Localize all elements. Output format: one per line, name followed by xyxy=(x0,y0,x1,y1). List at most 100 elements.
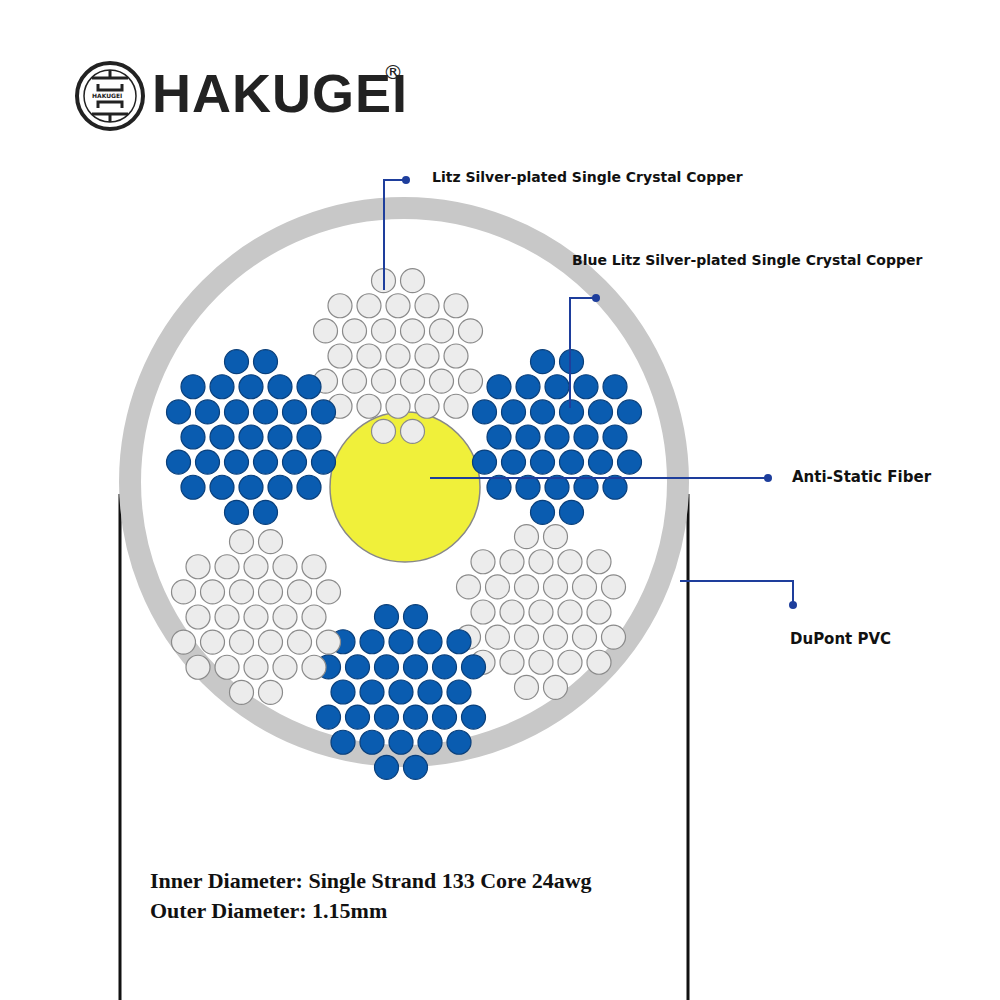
strand xyxy=(404,605,428,629)
strand xyxy=(587,600,611,624)
strand xyxy=(502,450,526,474)
strand xyxy=(618,450,642,474)
strand xyxy=(545,375,569,399)
strand xyxy=(254,450,278,474)
strand xyxy=(560,500,584,524)
strand xyxy=(573,625,597,649)
strand xyxy=(602,575,626,599)
strand xyxy=(225,350,249,374)
strand xyxy=(225,500,249,524)
strand xyxy=(314,319,338,343)
callout-label: Blue Litz Silver-plated Single Crystal C… xyxy=(572,252,922,268)
strand xyxy=(500,600,524,624)
strand xyxy=(529,600,553,624)
strand xyxy=(273,655,297,679)
strand xyxy=(360,730,384,754)
strand xyxy=(230,680,254,704)
strand xyxy=(560,400,584,424)
strand xyxy=(225,400,249,424)
strand xyxy=(357,294,381,318)
strand xyxy=(186,555,210,579)
strand xyxy=(389,730,413,754)
strand xyxy=(404,755,428,779)
strand xyxy=(283,450,307,474)
strand xyxy=(401,369,425,393)
spec-text: Outer Diameter: 1.15mm xyxy=(150,898,387,924)
strand xyxy=(544,625,568,649)
strand xyxy=(544,575,568,599)
strand xyxy=(268,375,292,399)
strand xyxy=(574,425,598,449)
strand xyxy=(516,425,540,449)
strand xyxy=(544,675,568,699)
strand xyxy=(239,425,263,449)
strand xyxy=(587,550,611,574)
strand xyxy=(372,419,396,443)
strand xyxy=(430,319,454,343)
strand xyxy=(471,600,495,624)
strand xyxy=(210,475,234,499)
strand xyxy=(486,575,510,599)
strand xyxy=(254,400,278,424)
strand xyxy=(288,630,312,654)
strand xyxy=(573,575,597,599)
strand xyxy=(167,400,191,424)
strand xyxy=(317,580,341,604)
strand xyxy=(302,555,326,579)
strand xyxy=(186,655,210,679)
strand xyxy=(462,705,486,729)
strand xyxy=(531,450,555,474)
strand xyxy=(531,400,555,424)
leader-lines xyxy=(384,180,793,603)
strand xyxy=(462,655,486,679)
strand xyxy=(404,705,428,729)
strand xyxy=(288,580,312,604)
strand xyxy=(500,650,524,674)
strand xyxy=(328,294,352,318)
strand xyxy=(560,450,584,474)
strand xyxy=(210,375,234,399)
strand xyxy=(172,580,196,604)
strand xyxy=(196,400,220,424)
strand xyxy=(297,375,321,399)
strand xyxy=(259,630,283,654)
strand xyxy=(603,375,627,399)
strand xyxy=(515,525,539,549)
pvc-jacket xyxy=(130,208,678,756)
strand xyxy=(574,375,598,399)
strand xyxy=(372,319,396,343)
strand xyxy=(447,680,471,704)
strand xyxy=(181,425,205,449)
strand xyxy=(529,550,553,574)
strand xyxy=(331,680,355,704)
strand xyxy=(618,400,642,424)
strand xyxy=(603,425,627,449)
strand xyxy=(230,530,254,554)
strand xyxy=(346,655,370,679)
strand xyxy=(181,475,205,499)
strand xyxy=(433,705,457,729)
strand xyxy=(343,369,367,393)
strand xyxy=(471,550,495,574)
strand xyxy=(375,655,399,679)
strand xyxy=(545,425,569,449)
strand xyxy=(181,375,205,399)
strand xyxy=(602,625,626,649)
strand xyxy=(558,650,582,674)
spec-text: Inner Diameter: Single Strand 133 Core 2… xyxy=(150,868,592,894)
strand xyxy=(386,394,410,418)
strand xyxy=(430,369,454,393)
strand xyxy=(302,655,326,679)
strand xyxy=(312,450,336,474)
strand xyxy=(273,555,297,579)
strand xyxy=(418,680,442,704)
strand xyxy=(558,550,582,574)
strand xyxy=(283,400,307,424)
strand xyxy=(401,319,425,343)
strand xyxy=(186,605,210,629)
strand xyxy=(254,350,278,374)
strand xyxy=(447,630,471,654)
strand xyxy=(444,294,468,318)
strand xyxy=(375,755,399,779)
